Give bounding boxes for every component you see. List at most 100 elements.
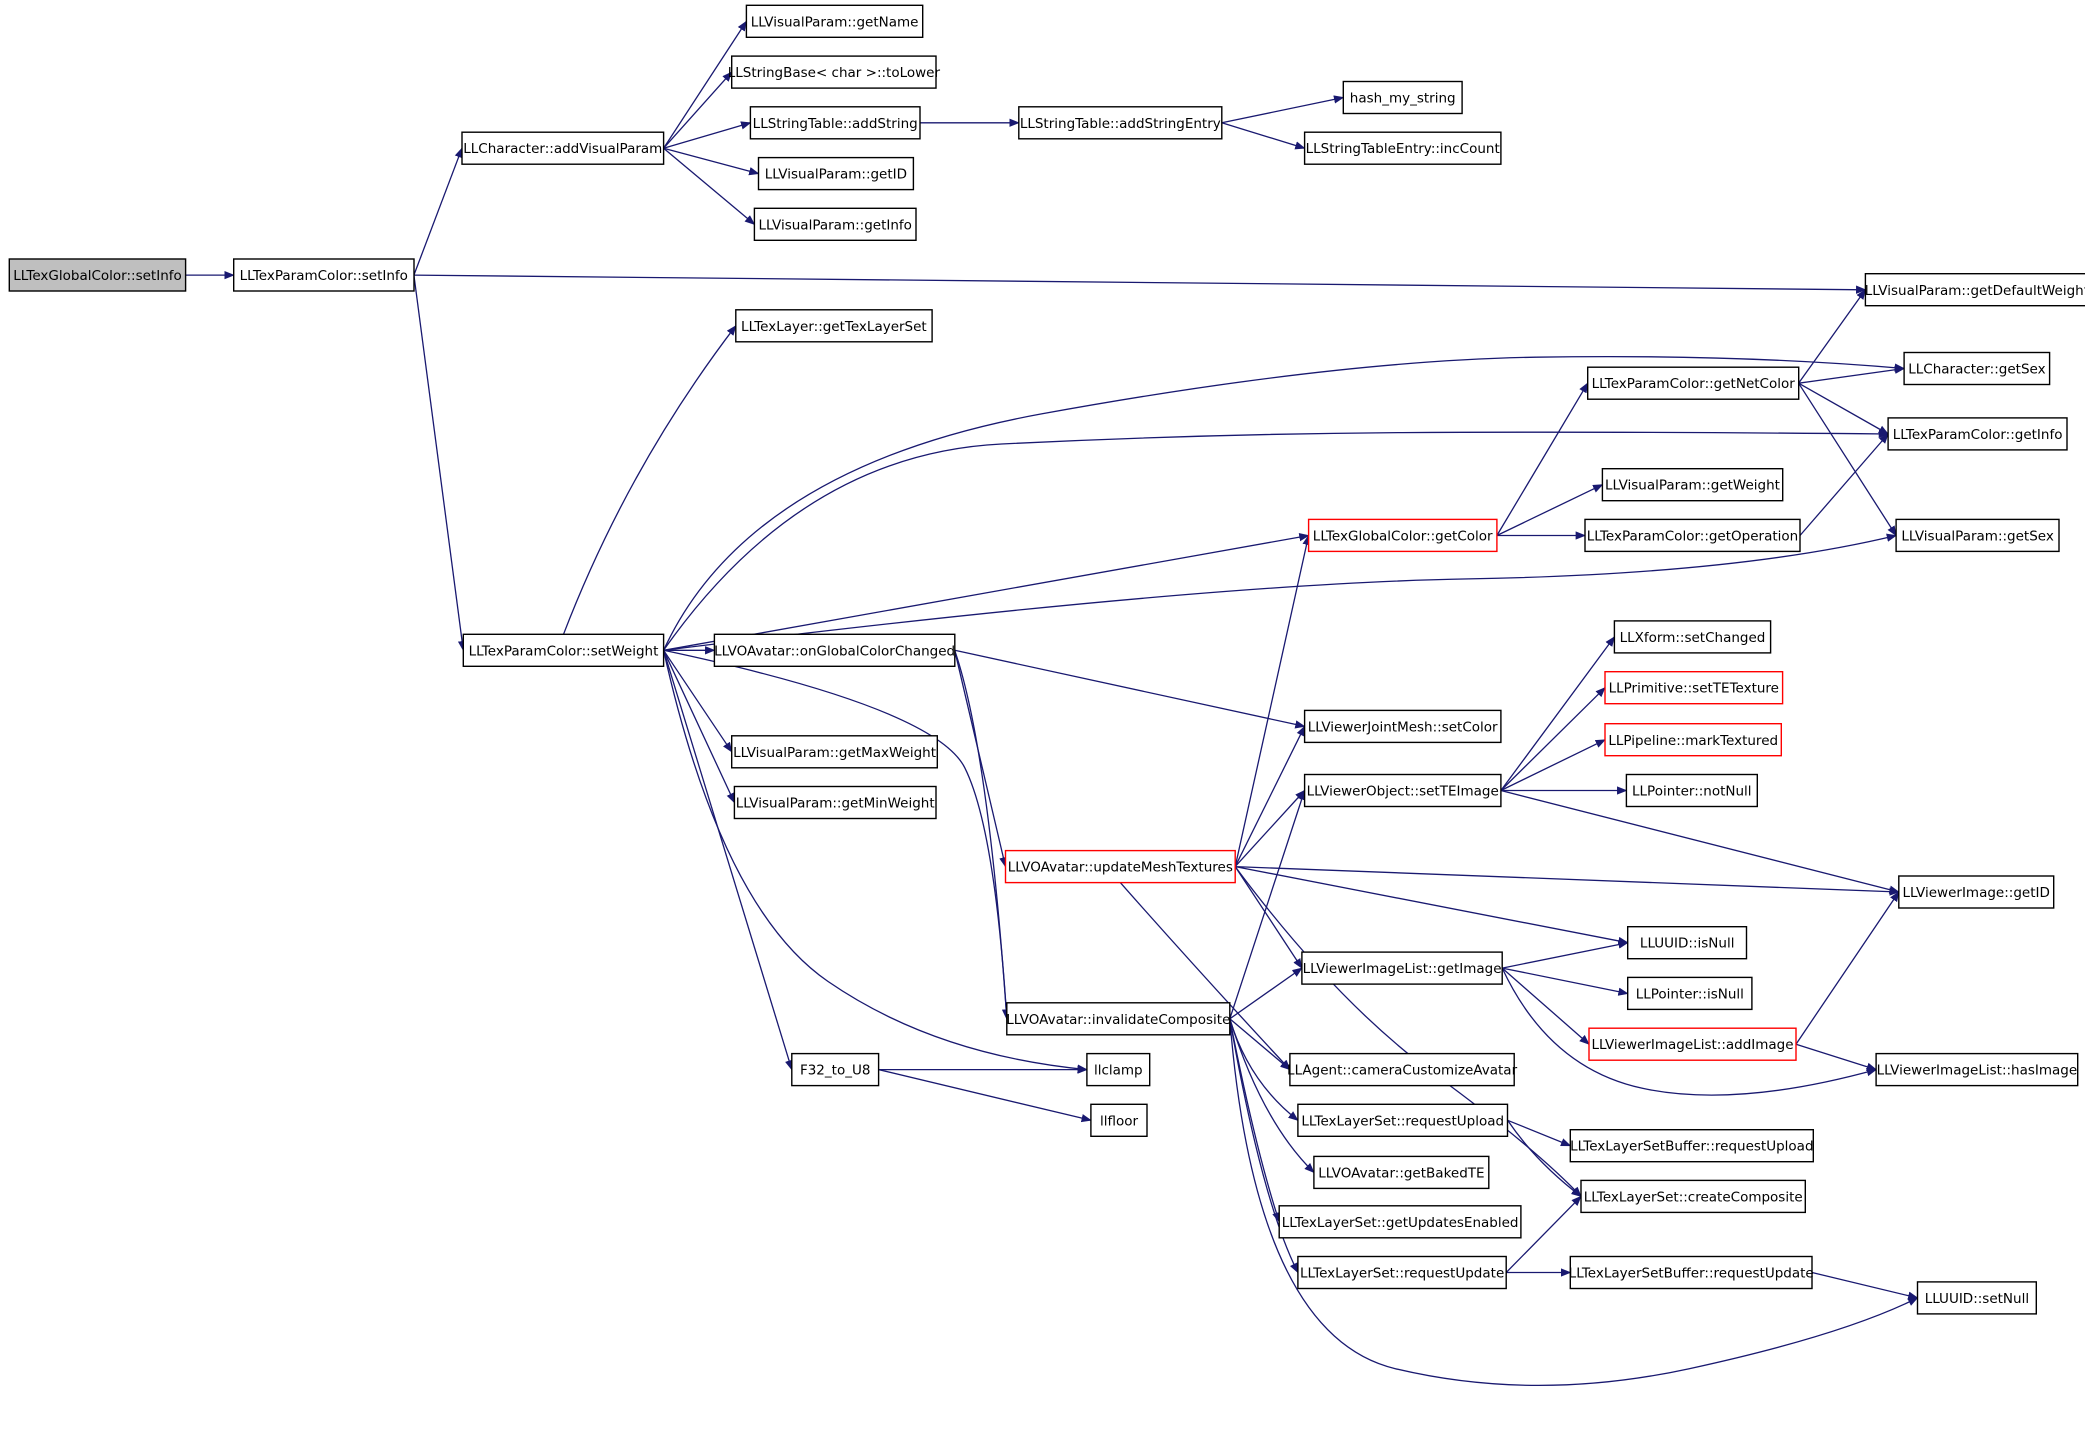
edge-tpc_setWeight-to-vp_getMinW [663,650,735,804]
edge-vo_updMesh-to-vo_setTEImage [1234,789,1306,868]
node-tls-getUpdEn[interactable]: LLTexLayerSet::getUpdatesEnabled [1278,1205,1522,1239]
edge-vo_setTEImage-to-pipe_mark [1500,739,1606,792]
node-vil-getImage[interactable]: LLViewerImageList::getImage [1301,951,1503,985]
node-vil-hasImage[interactable]: LLViewerImageList::hasImage [1875,1052,2079,1087]
node-vi-getID[interactable]: LLViewerImage::getID [1898,875,2055,909]
node-agent-cca[interactable]: LLAgent::cameraCustomizeAvatar [1287,1052,1518,1087]
node-box [1898,875,2055,909]
node-tls-reqUpdate[interactable]: LLTexLayerSet::requestUpdate [1297,1255,1507,1290]
node-box [1588,1027,1797,1061]
node-vil-addImage[interactable]: LLViewerImageList::addImage [1588,1027,1797,1061]
node-vp-getName[interactable]: LLVisualParam::getName [745,4,924,39]
node-tpc-getInfo[interactable]: LLTexParamColor::getInfo [1887,417,2068,451]
node-box [462,633,665,667]
node-label: LLViewerImageList::hasImage [1877,1063,2078,1079]
node-box [1887,417,2068,451]
edge-vo_setTEImage-to-xf_setChanged [1500,636,1616,791]
node-vo-onGCC[interactable]: LLVOAvatar::onGlobalColorChanged [713,633,956,667]
node-box [757,156,915,191]
node-uuid-isNull[interactable]: LLUUID::isNull [1626,926,1748,960]
node-box [1090,1103,1148,1138]
node-label: LLTexParamColor::setWeight [469,643,659,659]
node-char-getSex[interactable]: LLCharacter::getSex [1903,351,2051,386]
node-vo-updMesh[interactable]: LLVOAvatar::updateMeshTextures [1004,849,1236,884]
node-box [753,207,917,242]
node-uuid-setNull[interactable]: LLUUID::setNull [1916,1281,2038,1315]
node-vp-getWeight[interactable]: LLVisualParam::getWeight [1601,468,1784,502]
node-llfloor[interactable]: llfloor [1090,1103,1148,1138]
edge-char_addVP-to-vp_getInfo [663,147,756,225]
node-prim-setTE[interactable]: LLPrimitive::setTETexture [1604,671,1784,705]
node-box [1604,671,1784,705]
node-ptr-isNull[interactable]: LLPointer::isNull [1626,976,1753,1011]
node-vp-getMaxW[interactable]: LLVisualParam::getMaxWeight [731,735,939,769]
node-label: LLTexLayerSetBuffer::requestUpload [1570,1139,1813,1155]
node-hash[interactable]: hash_my_string [1342,80,1463,115]
node-char-addVP[interactable]: LLCharacter::addVisualParam [461,131,665,165]
node-tpc-setWeight[interactable]: LLTexParamColor::setWeight [462,633,665,667]
edge-tpc_setWeight-to-vo_invComp [663,649,1011,1020]
node-tpc-getOp[interactable]: LLTexParamColor::getOperation [1584,518,1801,553]
node-box [735,309,933,343]
edge-tpc_getNetColor-to-tpc_getInfo [1798,382,1890,435]
node-ste-inc[interactable]: LLStringTableEntry::incCount [1303,131,1502,165]
node-tls-createComp[interactable]: LLTexLayerSet::createComposite [1580,1179,1807,1214]
edge-tpc_setInfo-to-vp_getDefW [413,274,1867,294]
node-box [1584,518,1801,553]
node-label: LLStringTable::addStringEntry [1020,116,1221,132]
node-sb-toLower[interactable]: LLStringBase< char >::toLower [728,55,941,89]
node-label: LLViewerJointMesh::setColor [1308,719,1498,735]
node-vo-getBakedTE[interactable]: LLVOAvatar::getBakedTE [1313,1155,1490,1190]
edge-tpc_setWeight-to-tgc_getColor [663,533,1310,651]
node-box [1301,951,1503,985]
edge-vil_getImage-to-vil_hasImage [1501,967,1878,1096]
node-box [1018,106,1223,140]
edge-char_addVP-to-vp_getName [663,20,747,149]
node-label: LLUUID::setNull [1925,1291,2029,1307]
node-vp-getSex[interactable]: LLVisualParam::getSex [1895,518,2060,553]
node-box [1303,709,1502,744]
node-label: LLViewerImageList::addImage [1591,1037,1793,1053]
node-xf-setChanged[interactable]: LLXform::setChanged [1613,620,1772,654]
node-label: LLTexLayer::getTexLayerSet [741,319,927,335]
edges-layer [185,20,1919,1387]
node-ptr-notNull[interactable]: LLPointer::notNull [1625,773,1759,808]
node-tls-reqUpload[interactable]: LLTexLayerSet::requestUpload [1297,1103,1509,1138]
node-box [1569,1255,1813,1290]
edge-vo_updMesh-to-vil_getImage [1234,866,1303,969]
node-root[interactable]: LLTexGlobalColor::setInfo [8,258,187,292]
node-box [745,4,924,39]
node-tpc-setInfo[interactable]: LLTexParamColor::setInfo [232,258,415,292]
node-box [733,785,937,820]
node-vp-getInfo[interactable]: LLVisualParam::getInfo [753,207,917,242]
node-label: LLAgent::cameraCustomizeAvatar [1287,1063,1518,1079]
node-box [791,1052,880,1087]
node-label: LLPointer::notNull [1632,784,1752,800]
node-st-addEntry[interactable]: LLStringTable::addStringEntry [1018,106,1223,140]
node-f32u8[interactable]: F32_to_U8 [791,1052,880,1087]
node-box [1086,1052,1151,1087]
edge-vo_invComp-to-vo_setTEImage [1229,789,1306,1020]
edge-vil_getImage-to-vil_addImage [1501,967,1590,1045]
node-label: LLStringTable::addString [753,116,918,132]
node-st-addString[interactable]: LLStringTable::addString [749,106,921,140]
node-vp-getID[interactable]: LLVisualParam::getID [757,156,915,191]
node-tlsb-reqUpdate[interactable]: LLTexLayerSetBuffer::requestUpdate [1569,1255,1814,1290]
node-pipe-mark[interactable]: LLPipeline::markTextured [1604,723,1783,757]
node-tgc-getColor[interactable]: LLTexGlobalColor::getColor [1307,518,1498,553]
node-box [1297,1103,1509,1138]
node-box [1916,1281,2038,1315]
node-tl-getTLS[interactable]: LLTexLayer::getTexLayerSet [735,309,933,343]
node-vjm-setColor[interactable]: LLViewerJointMesh::setColor [1303,709,1502,744]
node-tlsb-reqUpload[interactable]: LLTexLayerSetBuffer::requestUpload [1569,1128,1815,1163]
node-tpc-getNetColor[interactable]: LLTexParamColor::getNetColor [1586,366,1800,400]
node-vo-setTEImage[interactable]: LLViewerObject::setTEImage [1303,773,1502,808]
edge-vo_setTEImage-to-vi_getID [1500,789,1900,894]
node-label: LLVisualParam::getName [751,14,919,30]
node-vo-invComp[interactable]: LLVOAvatar::invalidateComposite [1006,1002,1231,1036]
node-llclamp[interactable]: llclamp [1086,1052,1151,1087]
node-label: LLVOAvatar::updateMeshTextures [1008,860,1233,876]
node-vp-getMinW[interactable]: LLVisualParam::getMinWeight [733,785,937,820]
node-vp-getDefW[interactable]: LLVisualParam::getDefaultWeight [1864,273,2085,307]
